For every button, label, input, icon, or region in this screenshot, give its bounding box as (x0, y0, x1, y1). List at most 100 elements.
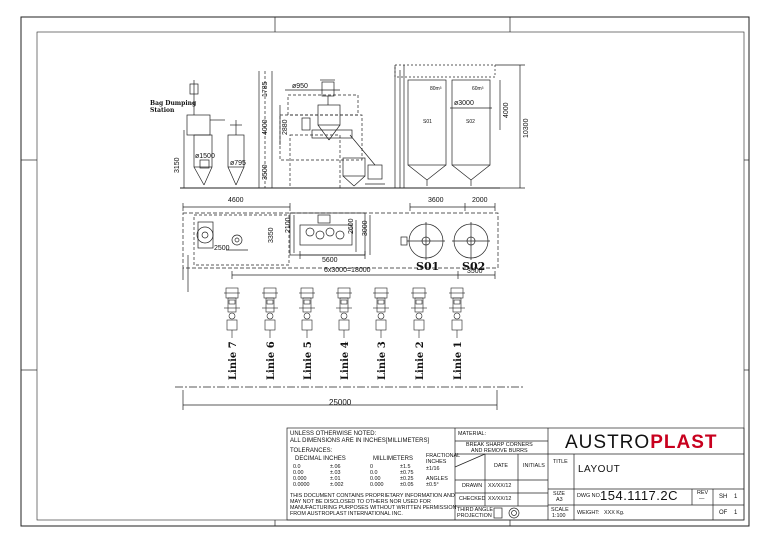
station-label-line2: Station (150, 107, 175, 114)
mm-value-3: 0.00 (370, 476, 381, 482)
dim-4000b: 4000 (503, 102, 510, 118)
dim-2000: 2000 (472, 197, 488, 204)
rev-value: — (699, 496, 705, 502)
linie-4-label: Linie 4 (340, 341, 351, 380)
dec-value-1: 0.0 (293, 464, 301, 470)
drawn-date: XX/XX/12 (488, 483, 512, 489)
dim-6x3000: 6x3000=18000 (324, 267, 371, 274)
notes-line1: UNLESS OTHERWISE NOTED: (290, 431, 377, 437)
frac-tol: ±1/16 (426, 466, 440, 472)
of-label: OF (719, 510, 728, 516)
silo-1-tag: S01 (423, 119, 432, 125)
linie-5-label: Linie 5 (303, 341, 314, 380)
dim-silo-3000: ø3000 (454, 100, 474, 107)
size-label: SIZE (553, 491, 565, 497)
austroplast-logo: AUSTROPLAST (565, 432, 717, 454)
silo-label-s01: S01 (416, 260, 440, 273)
dim-3600: 3600 (428, 197, 444, 204)
dim-1785: 1785 (262, 81, 269, 97)
decimal-inches-heading: DECIMAL INCHES (295, 456, 346, 462)
dec-tol-1: ±.06 (330, 464, 341, 470)
material-label: MATERIAL: (458, 431, 487, 437)
mm-tol-1: ±1.5 (400, 464, 411, 470)
dim-950: ø950 (292, 83, 308, 90)
dec-tol-2: ±.03 (330, 470, 341, 476)
date-column-header: DATE (494, 463, 508, 469)
dim-1500: ø1500 (195, 153, 215, 160)
dim-4000a: 4000 (262, 119, 269, 135)
weight-value: XXX Kg. (604, 510, 625, 516)
proprietary-line3: MANUFACTURING PURPOSES WITHOUT WRITTEN P… (290, 505, 457, 511)
linie-6-label: Linie 6 (266, 341, 277, 380)
size-value: A3 (556, 497, 563, 503)
notes-line2: ALL DIMENSIONS ARE IN INCHES[MILLIMETERS… (290, 438, 430, 444)
break-corners-line1: BREAK SHARP CORNERS (466, 442, 533, 448)
initials-column-header: INITIALS (523, 463, 545, 469)
checked-label: CHECKED (459, 496, 486, 502)
dim-2600: 2600 (348, 218, 355, 234)
rev-label: REV (697, 490, 709, 496)
scale-value: 1:100 (552, 513, 566, 519)
proprietary-line4: FROM AUSTROPLAST INTERNATIONAL INC. (290, 511, 403, 517)
dwg-no-label: DWG NO. (577, 493, 602, 499)
linie-2-label: Linie 2 (415, 341, 426, 380)
proprietary-line2: MAY NOT BE DISCLOSED TO OTHERS NOR USED … (290, 499, 431, 505)
scale-label: SCALE (551, 507, 569, 513)
dec-tol-3: ±.01 (330, 476, 341, 482)
dim-3500-plan: 3500 (467, 268, 483, 275)
dim-5600: 5600 (322, 257, 338, 264)
dim-2100: 2100 (285, 217, 292, 233)
sheet-value: 1 (734, 494, 738, 500)
silo-label-s02: S02 (462, 260, 486, 273)
dec-value-2: 0.00 (293, 470, 304, 476)
logo-part-plast: PLAST (650, 432, 718, 453)
dim-3150: 3150 (174, 157, 181, 173)
third-angle-label: THIRD ANGLE (457, 507, 493, 513)
mm-value-2: 0.0 (370, 470, 378, 476)
angles-label: ANGLES (426, 476, 448, 482)
sheet-label: SH (719, 494, 728, 500)
dim-2880: 2880 (282, 119, 289, 135)
dec-tol-4: ±.002 (330, 482, 344, 488)
angles-tol: ±0.5° (426, 482, 439, 488)
break-corners-line2: AND REMOVE BURRS (471, 448, 528, 454)
drawn-label: DRAWN (462, 483, 483, 489)
dim-10300: 10300 (523, 118, 530, 138)
dim-3500: 3500 (262, 164, 269, 180)
station-label-line1: Bag Dumping (150, 100, 197, 107)
proprietary-line1: THIS DOCUMENT CONTAINS PROPRIETARY INFOR… (290, 493, 455, 499)
dwg-no-value: 154.1117.2C (600, 488, 679, 503)
linie-3-label: Linie 3 (377, 341, 388, 380)
fractional-heading-2: INCHES (426, 459, 447, 465)
millimeters-heading: MILLIMETERS (373, 456, 414, 462)
linie-1-label: Linie 1 (453, 341, 464, 380)
dim-795: ø795 (230, 160, 246, 167)
fractional-heading-1: FRACTIONAL (426, 453, 461, 459)
title-value: LAYOUT (578, 464, 621, 475)
of-value: 1 (734, 510, 738, 516)
mm-tol-2: ±0.75 (400, 470, 414, 476)
dim-25000: 25000 (329, 398, 352, 407)
dim-3000: 3000 (362, 220, 369, 236)
tolerances-heading: TOLERANCES: (290, 448, 333, 454)
dec-value-3: 0.000 (293, 476, 307, 482)
mm-tol-3: ±0.25 (400, 476, 414, 482)
dim-3350: 3350 (268, 227, 275, 243)
mm-value-1: 0 (370, 464, 373, 470)
mm-value-4: 0.000 (370, 482, 384, 488)
linie-7-label: Linie 7 (228, 341, 239, 380)
dec-value-4: 0.0000 (293, 482, 310, 488)
logo-part-austro: AUSTRO (565, 432, 651, 453)
dim-4600: 4600 (228, 197, 244, 204)
projection-label: PROJECTION (457, 513, 492, 519)
title-label: TITLE (553, 459, 568, 465)
weight-label: WEIGHT: (577, 510, 600, 516)
silo-2-volume: 60m³ (472, 86, 484, 92)
silo-1-volume: 80m³ (430, 86, 442, 92)
dim-2500: 2500 (214, 245, 230, 252)
mm-tol-4: ±0.05 (400, 482, 414, 488)
checked-date: XX/XX/12 (488, 496, 512, 502)
silo-2-tag: S02 (466, 119, 475, 125)
